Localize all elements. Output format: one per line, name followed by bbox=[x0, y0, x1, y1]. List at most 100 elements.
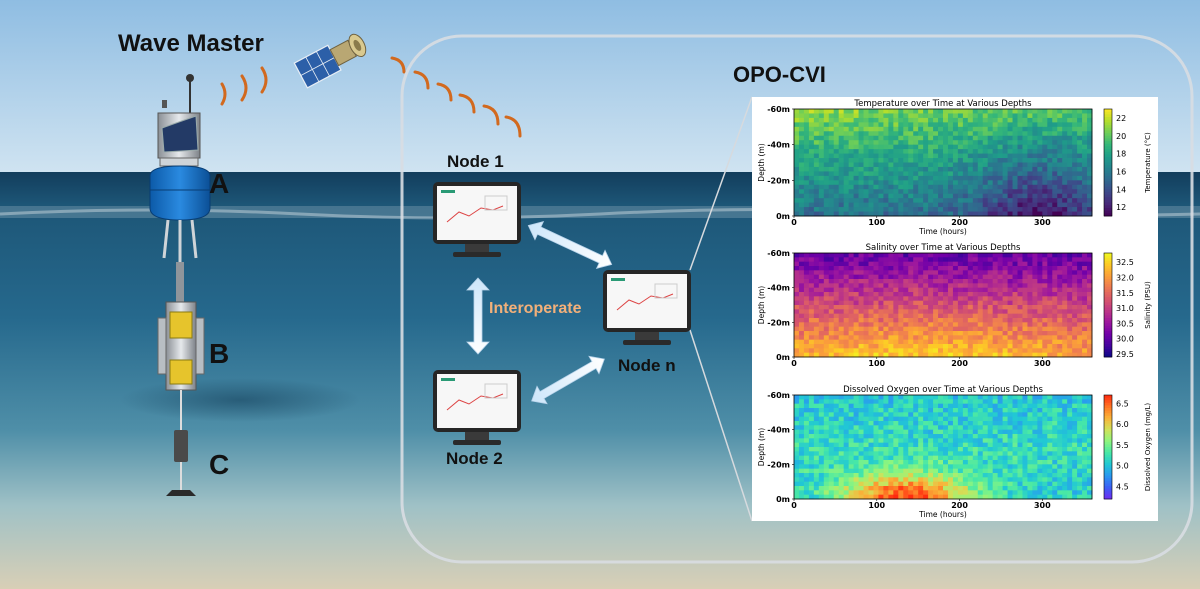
heatmap-cell bbox=[803, 438, 810, 444]
heatmap-cell bbox=[863, 395, 869, 400]
heatmap-cell bbox=[923, 442, 929, 448]
heatmap-cell bbox=[933, 477, 939, 483]
y-tick-label: -20m bbox=[767, 176, 790, 185]
colorbar-segment bbox=[1104, 170, 1112, 174]
heatmap-cell bbox=[1007, 408, 1013, 413]
heatmap-cell bbox=[997, 403, 1003, 409]
heatmap-cell bbox=[1017, 464, 1023, 470]
heatmap-cell bbox=[833, 149, 840, 154]
heatmap-cell bbox=[808, 447, 815, 452]
heatmap-cell bbox=[1087, 442, 1093, 448]
x-axis-label: Time (hours) bbox=[918, 227, 967, 236]
heatmap-cell bbox=[888, 202, 894, 208]
heatmap-cell bbox=[962, 283, 969, 289]
heatmap-cell bbox=[1052, 477, 1058, 483]
colorbar-tick-label: 12 bbox=[1116, 203, 1126, 212]
heatmap-cell bbox=[853, 434, 859, 439]
heatmap-cell bbox=[873, 395, 879, 400]
heatmap-cell bbox=[1062, 468, 1068, 474]
heatmap-cell bbox=[977, 344, 984, 349]
heatmap-cell bbox=[1052, 395, 1058, 400]
heatmap-cell bbox=[893, 438, 899, 444]
heatmap-cell bbox=[938, 180, 944, 186]
heatmap-cell bbox=[962, 451, 969, 457]
heatmap-cell bbox=[803, 261, 810, 267]
heatmap-cell bbox=[1087, 274, 1093, 280]
heatmap-cell bbox=[883, 486, 889, 491]
heatmap-cell bbox=[992, 421, 999, 426]
heatmap-cell bbox=[1077, 455, 1083, 461]
heatmap-cell bbox=[903, 158, 909, 163]
heatmap-cell bbox=[933, 455, 939, 461]
heatmap-cell bbox=[972, 455, 979, 461]
heatmap-cell bbox=[848, 279, 854, 284]
heatmap-cell bbox=[947, 344, 954, 349]
heatmap-cell bbox=[898, 326, 904, 332]
heatmap-cell bbox=[863, 135, 869, 141]
heatmap-cell bbox=[943, 149, 949, 154]
heatmap-cell bbox=[794, 109, 800, 114]
heatmap-cell bbox=[1007, 455, 1013, 461]
heatmap-cell bbox=[1037, 171, 1043, 177]
heatmap-cell bbox=[982, 287, 989, 293]
heatmap-cell bbox=[1022, 113, 1028, 119]
heatmap-cell bbox=[848, 122, 854, 128]
heatmap-cell bbox=[903, 481, 909, 487]
heatmap-cell bbox=[1032, 339, 1038, 345]
heatmap-cell bbox=[923, 270, 929, 276]
heatmap-cell bbox=[1067, 109, 1073, 114]
heatmap-cell bbox=[967, 408, 974, 413]
heatmap-cell bbox=[1022, 490, 1028, 496]
heatmap-cell bbox=[928, 193, 934, 199]
heatmap-cell bbox=[858, 283, 864, 289]
heatmap-cell bbox=[868, 494, 874, 500]
heatmap-cell bbox=[918, 429, 924, 435]
heatmap-cell bbox=[962, 473, 969, 478]
heatmap-cell bbox=[798, 438, 805, 444]
heatmap-cell bbox=[933, 326, 939, 332]
heatmap-cell bbox=[1042, 464, 1048, 470]
heatmap-cell bbox=[1022, 189, 1028, 195]
heatmap-cell bbox=[1027, 339, 1033, 345]
heatmap-cell bbox=[888, 135, 894, 141]
heatmap-cell bbox=[828, 481, 835, 487]
heatmap-cell bbox=[813, 339, 820, 345]
heatmap-cell bbox=[1047, 352, 1053, 358]
heatmap-cell bbox=[898, 126, 904, 132]
heatmap-cell bbox=[1002, 348, 1008, 354]
heatmap-cell bbox=[893, 318, 899, 323]
heatmap-cell bbox=[794, 352, 800, 358]
heatmap-cell bbox=[823, 207, 830, 212]
heatmap-cell bbox=[813, 261, 820, 267]
heatmap-cell bbox=[794, 477, 800, 483]
heatmap-cell bbox=[1052, 344, 1058, 349]
heatmap-cell bbox=[794, 131, 800, 137]
heatmap-cell bbox=[798, 455, 805, 461]
heatmap-cell bbox=[913, 468, 919, 474]
heatmap-cell bbox=[1052, 189, 1058, 195]
heatmap-cell bbox=[1057, 490, 1063, 496]
heatmap-cell bbox=[972, 473, 979, 478]
heatmap-cell bbox=[1012, 455, 1018, 461]
colorbar-tick-label: 6.5 bbox=[1116, 399, 1129, 408]
heatmap-cell bbox=[977, 429, 984, 435]
heatmap-cell bbox=[997, 113, 1003, 119]
heatmap-cell bbox=[947, 122, 954, 128]
heatmap-cell bbox=[997, 109, 1003, 114]
heatmap-cell bbox=[898, 490, 904, 496]
heatmap-cell bbox=[1047, 348, 1053, 354]
heatmap-cell bbox=[967, 464, 974, 470]
heatmap-cell bbox=[977, 171, 984, 177]
heatmap-cell bbox=[878, 331, 884, 336]
heatmap-cell bbox=[848, 202, 854, 208]
heatmap-cell bbox=[1027, 464, 1033, 470]
heatmap-cell bbox=[957, 309, 964, 315]
heatmap-cell bbox=[798, 490, 805, 496]
heatmap-cell bbox=[918, 403, 924, 409]
heatmap-cell bbox=[1052, 425, 1058, 431]
heatmap-cell bbox=[1042, 117, 1048, 123]
heatmap-cell bbox=[908, 193, 914, 199]
heatmap-cell bbox=[997, 348, 1003, 354]
heatmap-cell bbox=[1017, 283, 1023, 289]
heatmap-cell bbox=[1017, 438, 1023, 444]
